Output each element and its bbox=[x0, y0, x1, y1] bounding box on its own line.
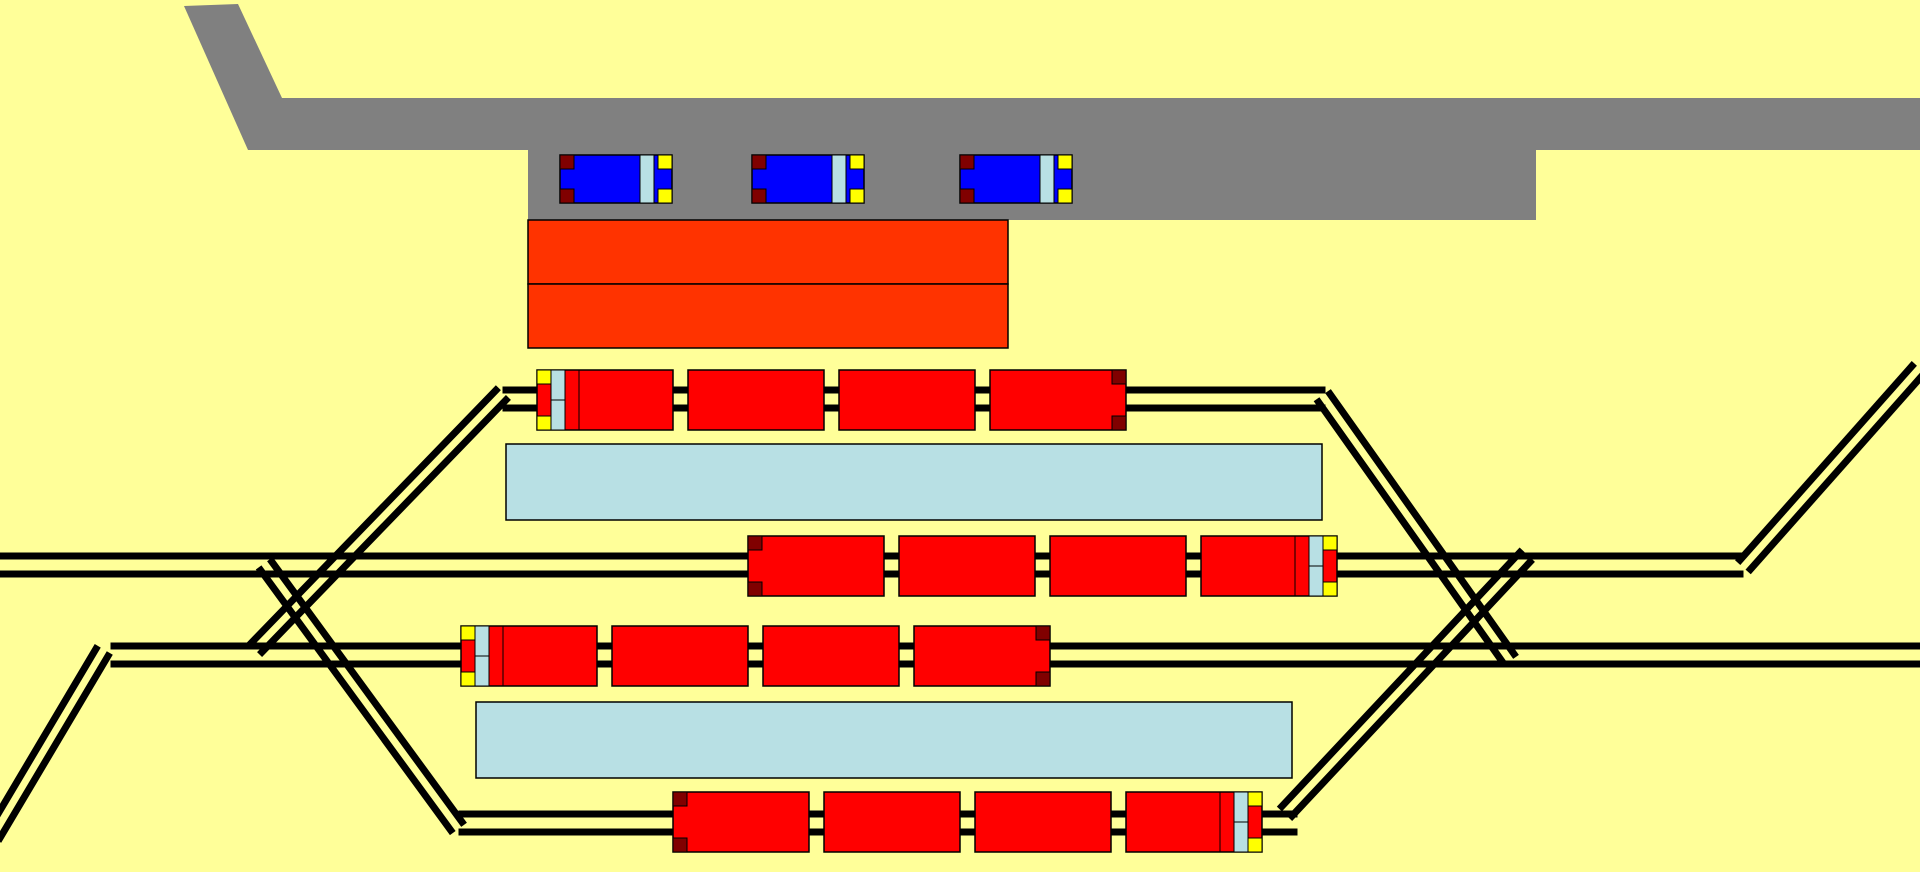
car-body bbox=[751, 154, 865, 204]
crossover-left-rail-b bbox=[255, 565, 456, 836]
car-headlight bbox=[657, 154, 673, 170]
headlight bbox=[536, 369, 552, 385]
train-car bbox=[913, 625, 1051, 687]
trains bbox=[460, 369, 1338, 853]
train-car bbox=[898, 535, 1036, 597]
station-roof bbox=[527, 219, 1009, 349]
track-2-right-ramp-rail-a bbox=[1735, 361, 1917, 565]
headlight bbox=[536, 415, 552, 431]
headlight bbox=[1247, 791, 1263, 807]
car-headlight bbox=[849, 154, 865, 170]
track-1-left-ramp-rail-a bbox=[257, 395, 511, 657]
taillight bbox=[747, 535, 763, 551]
taillight bbox=[747, 581, 763, 597]
car-windshield bbox=[639, 154, 655, 204]
car-2 bbox=[751, 154, 865, 204]
roof-section-2 bbox=[527, 283, 1009, 349]
car-taillight bbox=[559, 154, 575, 170]
road-main bbox=[254, 98, 1920, 150]
car-windshield bbox=[1039, 154, 1055, 204]
train-car bbox=[838, 369, 976, 431]
track-3-left-ramp-rail-b bbox=[0, 644, 101, 818]
train-car bbox=[687, 369, 825, 431]
car-taillight bbox=[959, 154, 975, 170]
crossover-right-rail-b bbox=[1276, 547, 1525, 812]
headlight bbox=[1247, 837, 1263, 853]
headlight bbox=[1322, 581, 1338, 597]
roof-section-1 bbox=[527, 219, 1009, 285]
train-car bbox=[762, 625, 900, 687]
car-taillight bbox=[751, 154, 767, 170]
taillight bbox=[672, 837, 688, 853]
train-track-3 bbox=[460, 625, 1051, 687]
car-taillight bbox=[559, 188, 575, 204]
car-3 bbox=[959, 154, 1073, 204]
train-track-2 bbox=[747, 535, 1338, 597]
train-car bbox=[611, 625, 749, 687]
taillight bbox=[1111, 369, 1127, 385]
car-body bbox=[559, 154, 673, 204]
car-taillight bbox=[959, 188, 975, 204]
car-1 bbox=[559, 154, 673, 204]
crossover-right-rail-a bbox=[1287, 557, 1535, 821]
track-1-left-ramp-rail-b bbox=[246, 385, 501, 648]
car-taillight bbox=[751, 188, 767, 204]
track-3-left-ramp-rail-a bbox=[0, 651, 113, 843]
road-vehicles bbox=[559, 154, 1073, 204]
taillight bbox=[1035, 671, 1051, 687]
platform-upper bbox=[505, 443, 1323, 521]
train-track-1 bbox=[536, 369, 1127, 431]
track-2-right-ramp-rail-b bbox=[1745, 372, 1920, 575]
platform-lower bbox=[475, 701, 1293, 779]
train-car bbox=[672, 791, 810, 853]
train-car bbox=[1049, 535, 1187, 597]
headlight bbox=[460, 625, 476, 641]
headlight bbox=[460, 671, 476, 687]
car-headlight bbox=[1057, 188, 1073, 204]
taillight bbox=[1035, 625, 1051, 641]
train-car bbox=[974, 791, 1112, 853]
car-body bbox=[959, 154, 1073, 204]
crossover-left-rail-a bbox=[267, 557, 467, 827]
train-car bbox=[989, 369, 1127, 431]
car-windshield bbox=[831, 154, 847, 204]
car-headlight bbox=[1057, 154, 1073, 170]
headlight bbox=[1322, 535, 1338, 551]
car-headlight bbox=[849, 188, 865, 204]
train-track-4 bbox=[672, 791, 1263, 853]
train-car bbox=[823, 791, 961, 853]
train-car bbox=[747, 535, 885, 597]
car-headlight bbox=[657, 188, 673, 204]
taillight bbox=[672, 791, 688, 807]
taillight bbox=[1111, 415, 1127, 431]
track-1-right-ramp-rail-b bbox=[1313, 397, 1508, 667]
